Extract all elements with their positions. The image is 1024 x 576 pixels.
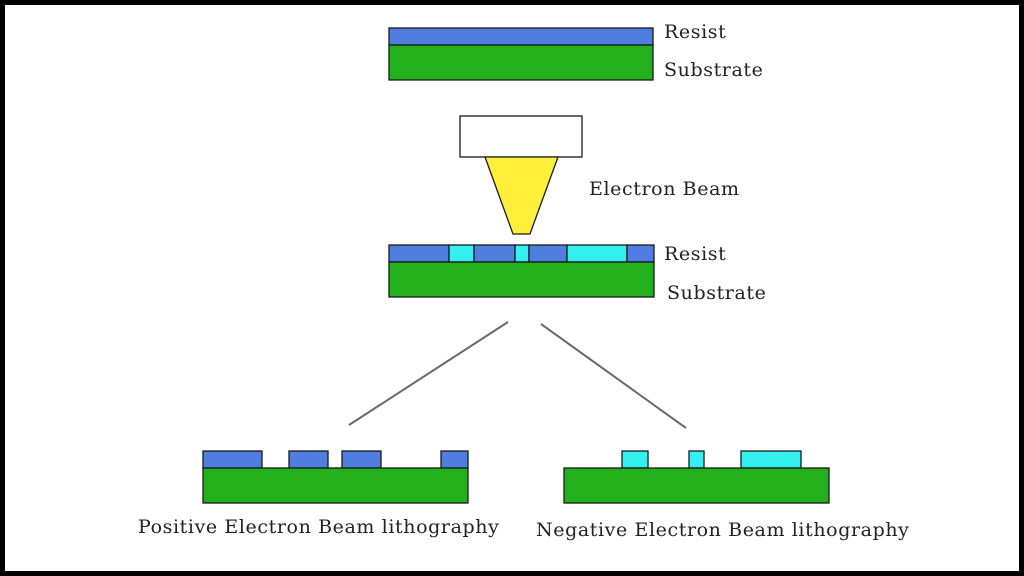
exposed-substrate-layer: [388, 261, 655, 298]
substrate-label-mid: Substrate: [667, 282, 767, 304]
initial-substrate-layer: [388, 44, 654, 81]
resist-label-mid: Resist: [664, 243, 727, 265]
negative-caption: Negative Electron Beam lithography: [536, 519, 910, 541]
positive-resist-block: [202, 450, 263, 469]
negative-resist-block: [740, 450, 802, 469]
electron-beam-label: Electron Beam: [589, 178, 740, 200]
stage-initial: [388, 27, 654, 81]
negative-result: [563, 450, 830, 504]
exposed-segment: [514, 244, 530, 263]
substrate-label-top: Substrate: [664, 59, 764, 81]
initial-resist-layer: [388, 27, 654, 46]
positive-resist-block: [440, 450, 469, 469]
positive-resist-block: [288, 450, 329, 469]
resist-segment: [626, 244, 655, 263]
positive-result: [202, 450, 469, 504]
resist-label-top: Resist: [664, 21, 727, 43]
resist-segment: [388, 244, 450, 263]
negative-resist-block: [688, 450, 705, 469]
connector-line-right: [540, 323, 687, 429]
electron-gun: [459, 115, 583, 158]
electron-source: [459, 115, 583, 235]
negative-substrate: [563, 467, 830, 504]
exposed-segment: [566, 244, 628, 263]
electron-beam-cone: [484, 156, 559, 235]
positive-resist-block: [341, 450, 382, 469]
resist-segment: [473, 244, 516, 263]
positive-substrate: [202, 467, 469, 504]
resist-segment: [528, 244, 568, 263]
exposed-segment: [448, 244, 475, 263]
negative-resist-block: [621, 450, 649, 469]
positive-caption: Positive Electron Beam lithography: [138, 516, 500, 538]
connector-line-left: [348, 321, 509, 426]
stage-exposed: [388, 244, 655, 298]
